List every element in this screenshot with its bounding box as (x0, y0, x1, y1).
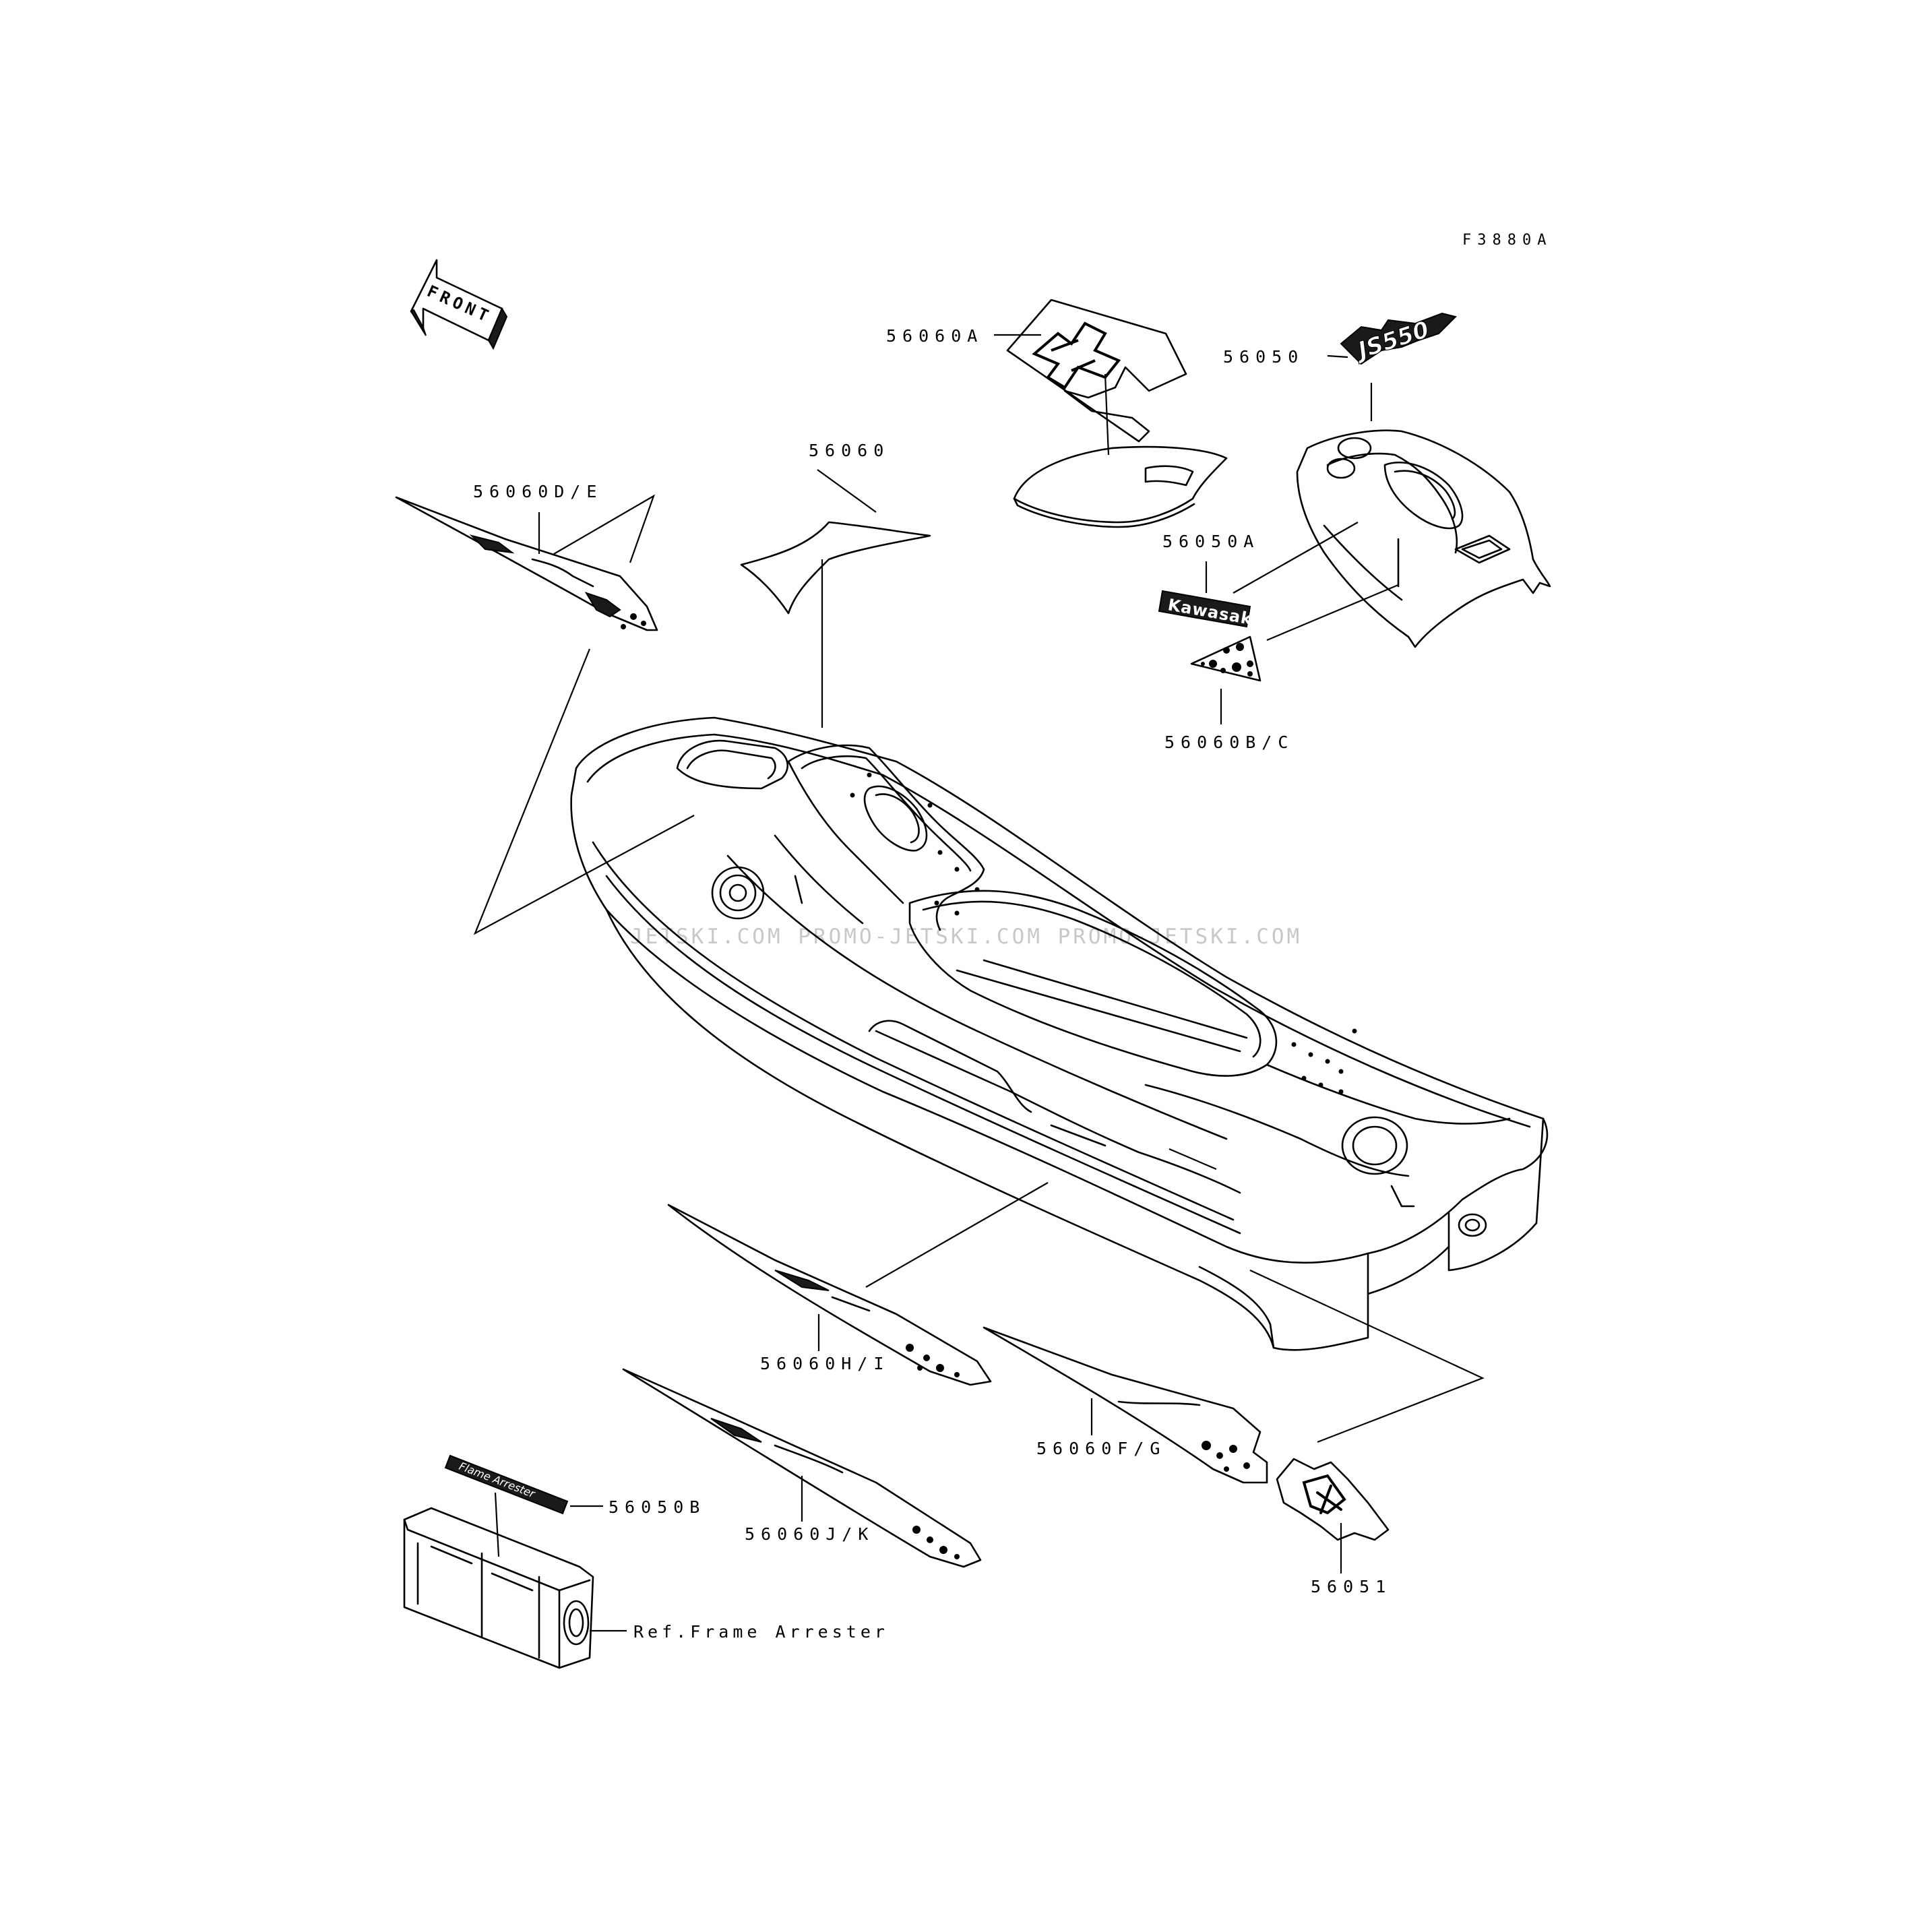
callout-56060: 56060 (809, 441, 890, 460)
part-56060-decal (740, 521, 931, 615)
callout-56060BC: 56060B/C (1164, 733, 1294, 752)
callout-56060A: 56060A (886, 326, 983, 346)
part-56050B-decal-text: Flame Arrester (458, 1460, 538, 1501)
callout-56060JK: 56060J/K (745, 1524, 874, 1544)
callout-56060DE: 56060D/E (473, 482, 602, 501)
part-56060JK-decal (622, 1368, 982, 1568)
callout-56060HI: 56060H/I (760, 1354, 890, 1373)
callout-labels: 56060A 56050 56060 56060D/E 56050A 56060… (473, 326, 1392, 1642)
part-56051-decal (1276, 1458, 1390, 1541)
part-56050B-decal: Flame Arrester (444, 1454, 569, 1515)
callout-56050A: 56050A (1162, 532, 1259, 551)
leader-lines (473, 334, 1485, 1632)
part-56060BC-decal (1190, 635, 1261, 682)
jet-ski-hull (570, 716, 1549, 1351)
callout-56060FG: 56060F/G (1036, 1439, 1166, 1458)
callout-56051: 56051 (1311, 1577, 1392, 1596)
part-56060FG-decal (983, 1326, 1268, 1484)
watermark-text: JETSKI.COM PROMO-JETSKI.COM PROMO-JETSKI… (630, 925, 1302, 949)
part-flame-arrester (403, 1507, 594, 1669)
callout-ref-frame-arrester: Ref.Frame Arrester (633, 1622, 889, 1642)
part-56050A-decal: Kawasaki (1158, 590, 1260, 629)
part-pad-56060A (1013, 445, 1228, 528)
part-56060A-decal (1006, 299, 1187, 443)
deck-rivets (850, 772, 1357, 1094)
part-56050-decal: JS550 (1340, 312, 1457, 366)
part-56060HI-decal (667, 1204, 992, 1386)
part-56060DE-decal (395, 496, 658, 631)
front-arrow-icon: FRONT (410, 259, 508, 350)
figure-id: F3880A (1462, 232, 1552, 249)
callout-56050B: 56050B (609, 1497, 706, 1517)
callout-56050: 56050 (1223, 347, 1304, 367)
part-hood (1296, 429, 1551, 648)
